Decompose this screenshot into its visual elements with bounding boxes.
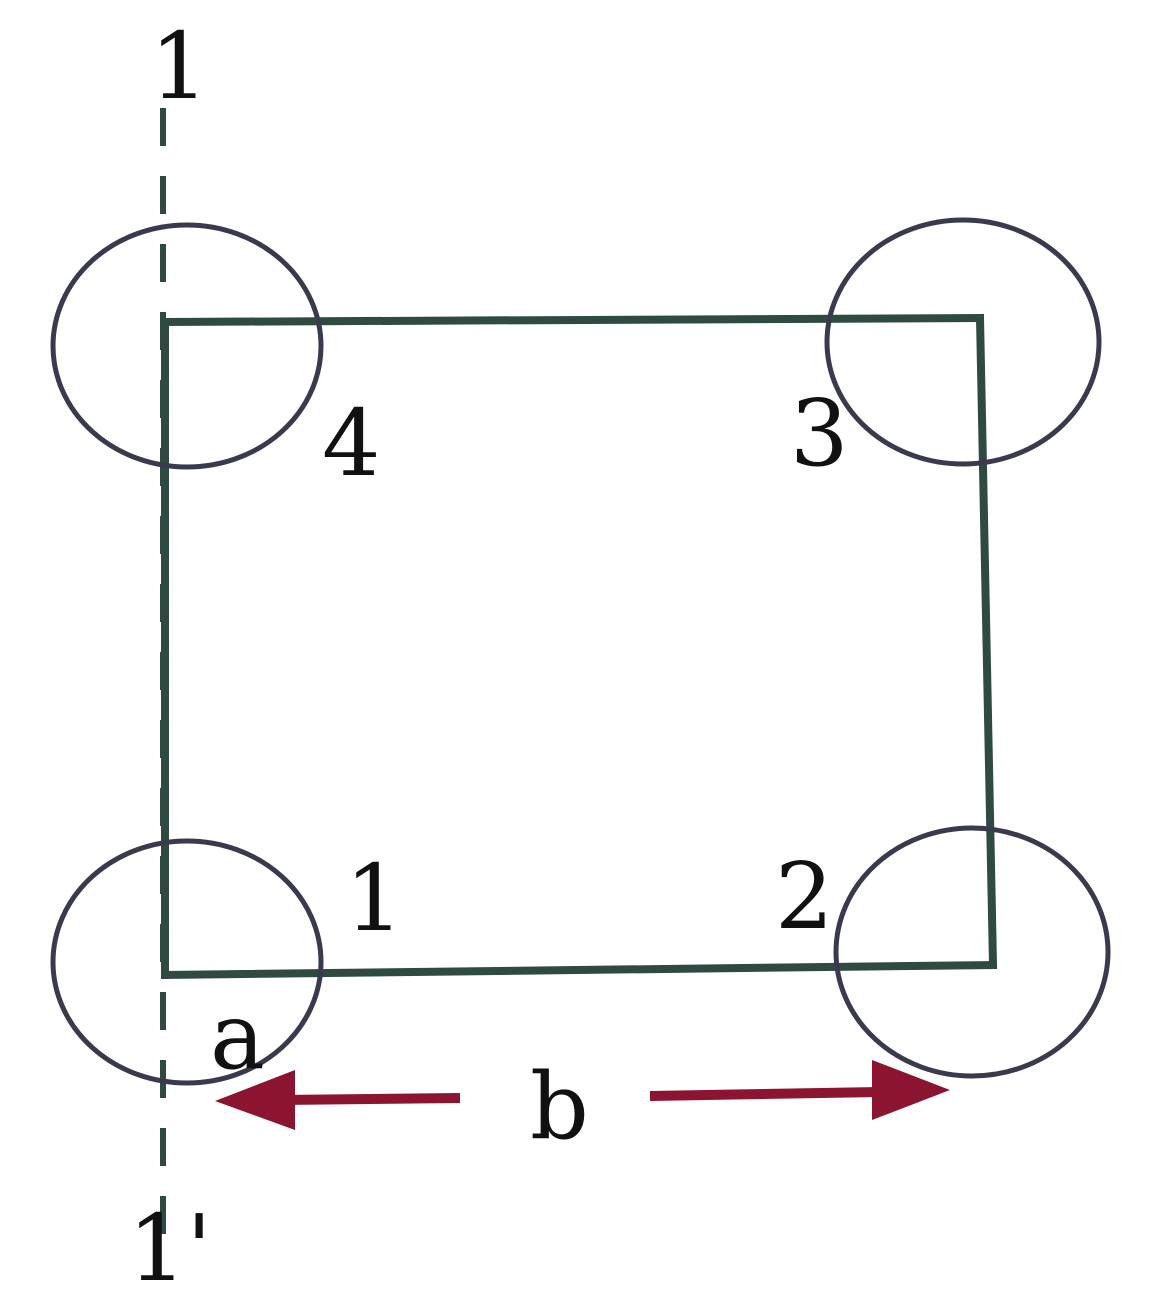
corner-4-label: 4 (322, 390, 381, 497)
mass-2-circle (833, 825, 1111, 1079)
corner-3-label: 3 (790, 380, 849, 487)
b-arrow-right-shaft (649, 1087, 881, 1101)
b-arrow-right-head (872, 1060, 950, 1120)
mass-1-circle (50, 838, 324, 1086)
b-arrow-left-head (215, 1070, 295, 1130)
frame-right-side (975, 313, 998, 970)
frame-bottom-side (160, 960, 998, 980)
b-arrow-left-shaft (279, 1093, 461, 1105)
mass-3-circle (824, 217, 1102, 467)
axis-bottom-label: 1' (128, 1195, 212, 1290)
axis-top-label: 1 (150, 13, 209, 120)
dimension-a-label: a (210, 983, 265, 1090)
corner-2-label: 2 (775, 843, 834, 950)
corner-1-label: 1 (345, 845, 404, 952)
dimension-b-label: b (530, 1053, 589, 1160)
frame-top-side (160, 313, 985, 327)
mass-4-circle (50, 222, 324, 470)
